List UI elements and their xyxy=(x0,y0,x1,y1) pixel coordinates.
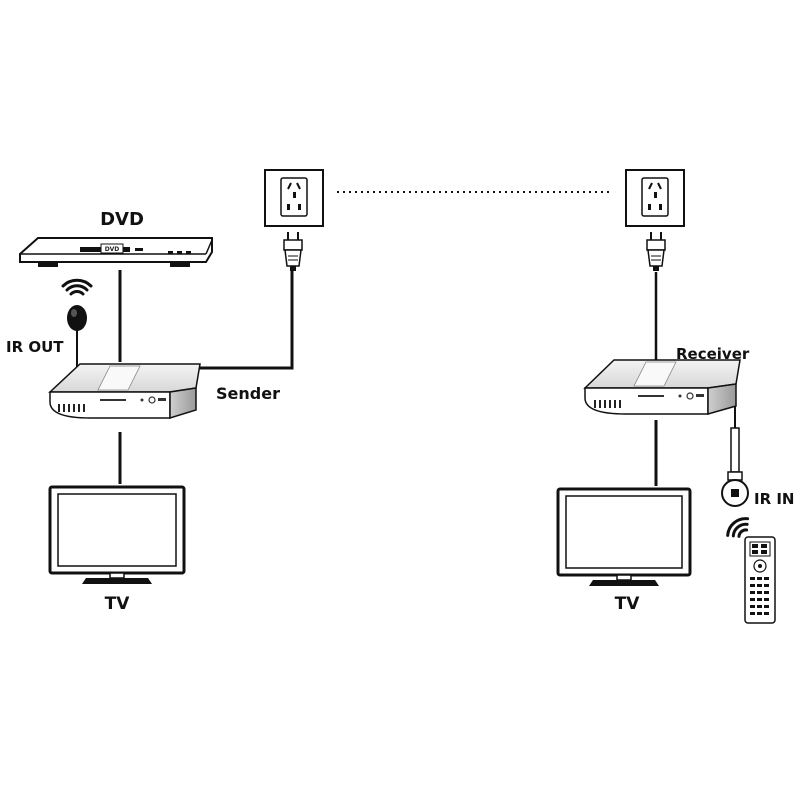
extender-box-icon xyxy=(48,363,201,420)
power-outlet-icon xyxy=(264,169,324,227)
tv-icon xyxy=(556,487,692,586)
power-plug-icon xyxy=(646,232,666,271)
tv-icon xyxy=(48,485,186,584)
tv-left-label: TV xyxy=(105,594,131,614)
dvd-label: DVD xyxy=(100,209,144,230)
connection-lines xyxy=(76,191,740,486)
ir-emitter-icon xyxy=(67,305,87,331)
ir-out-label: IR OUT xyxy=(6,338,64,356)
sender-label: Sender xyxy=(216,384,280,403)
dvd-player-icon: DVD xyxy=(19,237,213,267)
extender-box-icon xyxy=(583,359,741,415)
ir-in-cable-sleeve xyxy=(730,427,740,473)
ir-in-label: IR IN xyxy=(754,490,795,508)
receiver-label: Receiver xyxy=(676,345,750,363)
wifi-signal-icon xyxy=(726,517,750,538)
tv-right-label: TV xyxy=(615,594,641,614)
wifi-signal-icon xyxy=(61,278,93,296)
sender-power-cable xyxy=(185,270,294,370)
ir-receiver-icon xyxy=(721,471,749,507)
remote-control-icon xyxy=(744,536,776,624)
power-outlet-icon xyxy=(625,169,685,227)
power-plug-icon xyxy=(283,232,303,271)
dvd-display-text: DVD xyxy=(105,246,120,253)
